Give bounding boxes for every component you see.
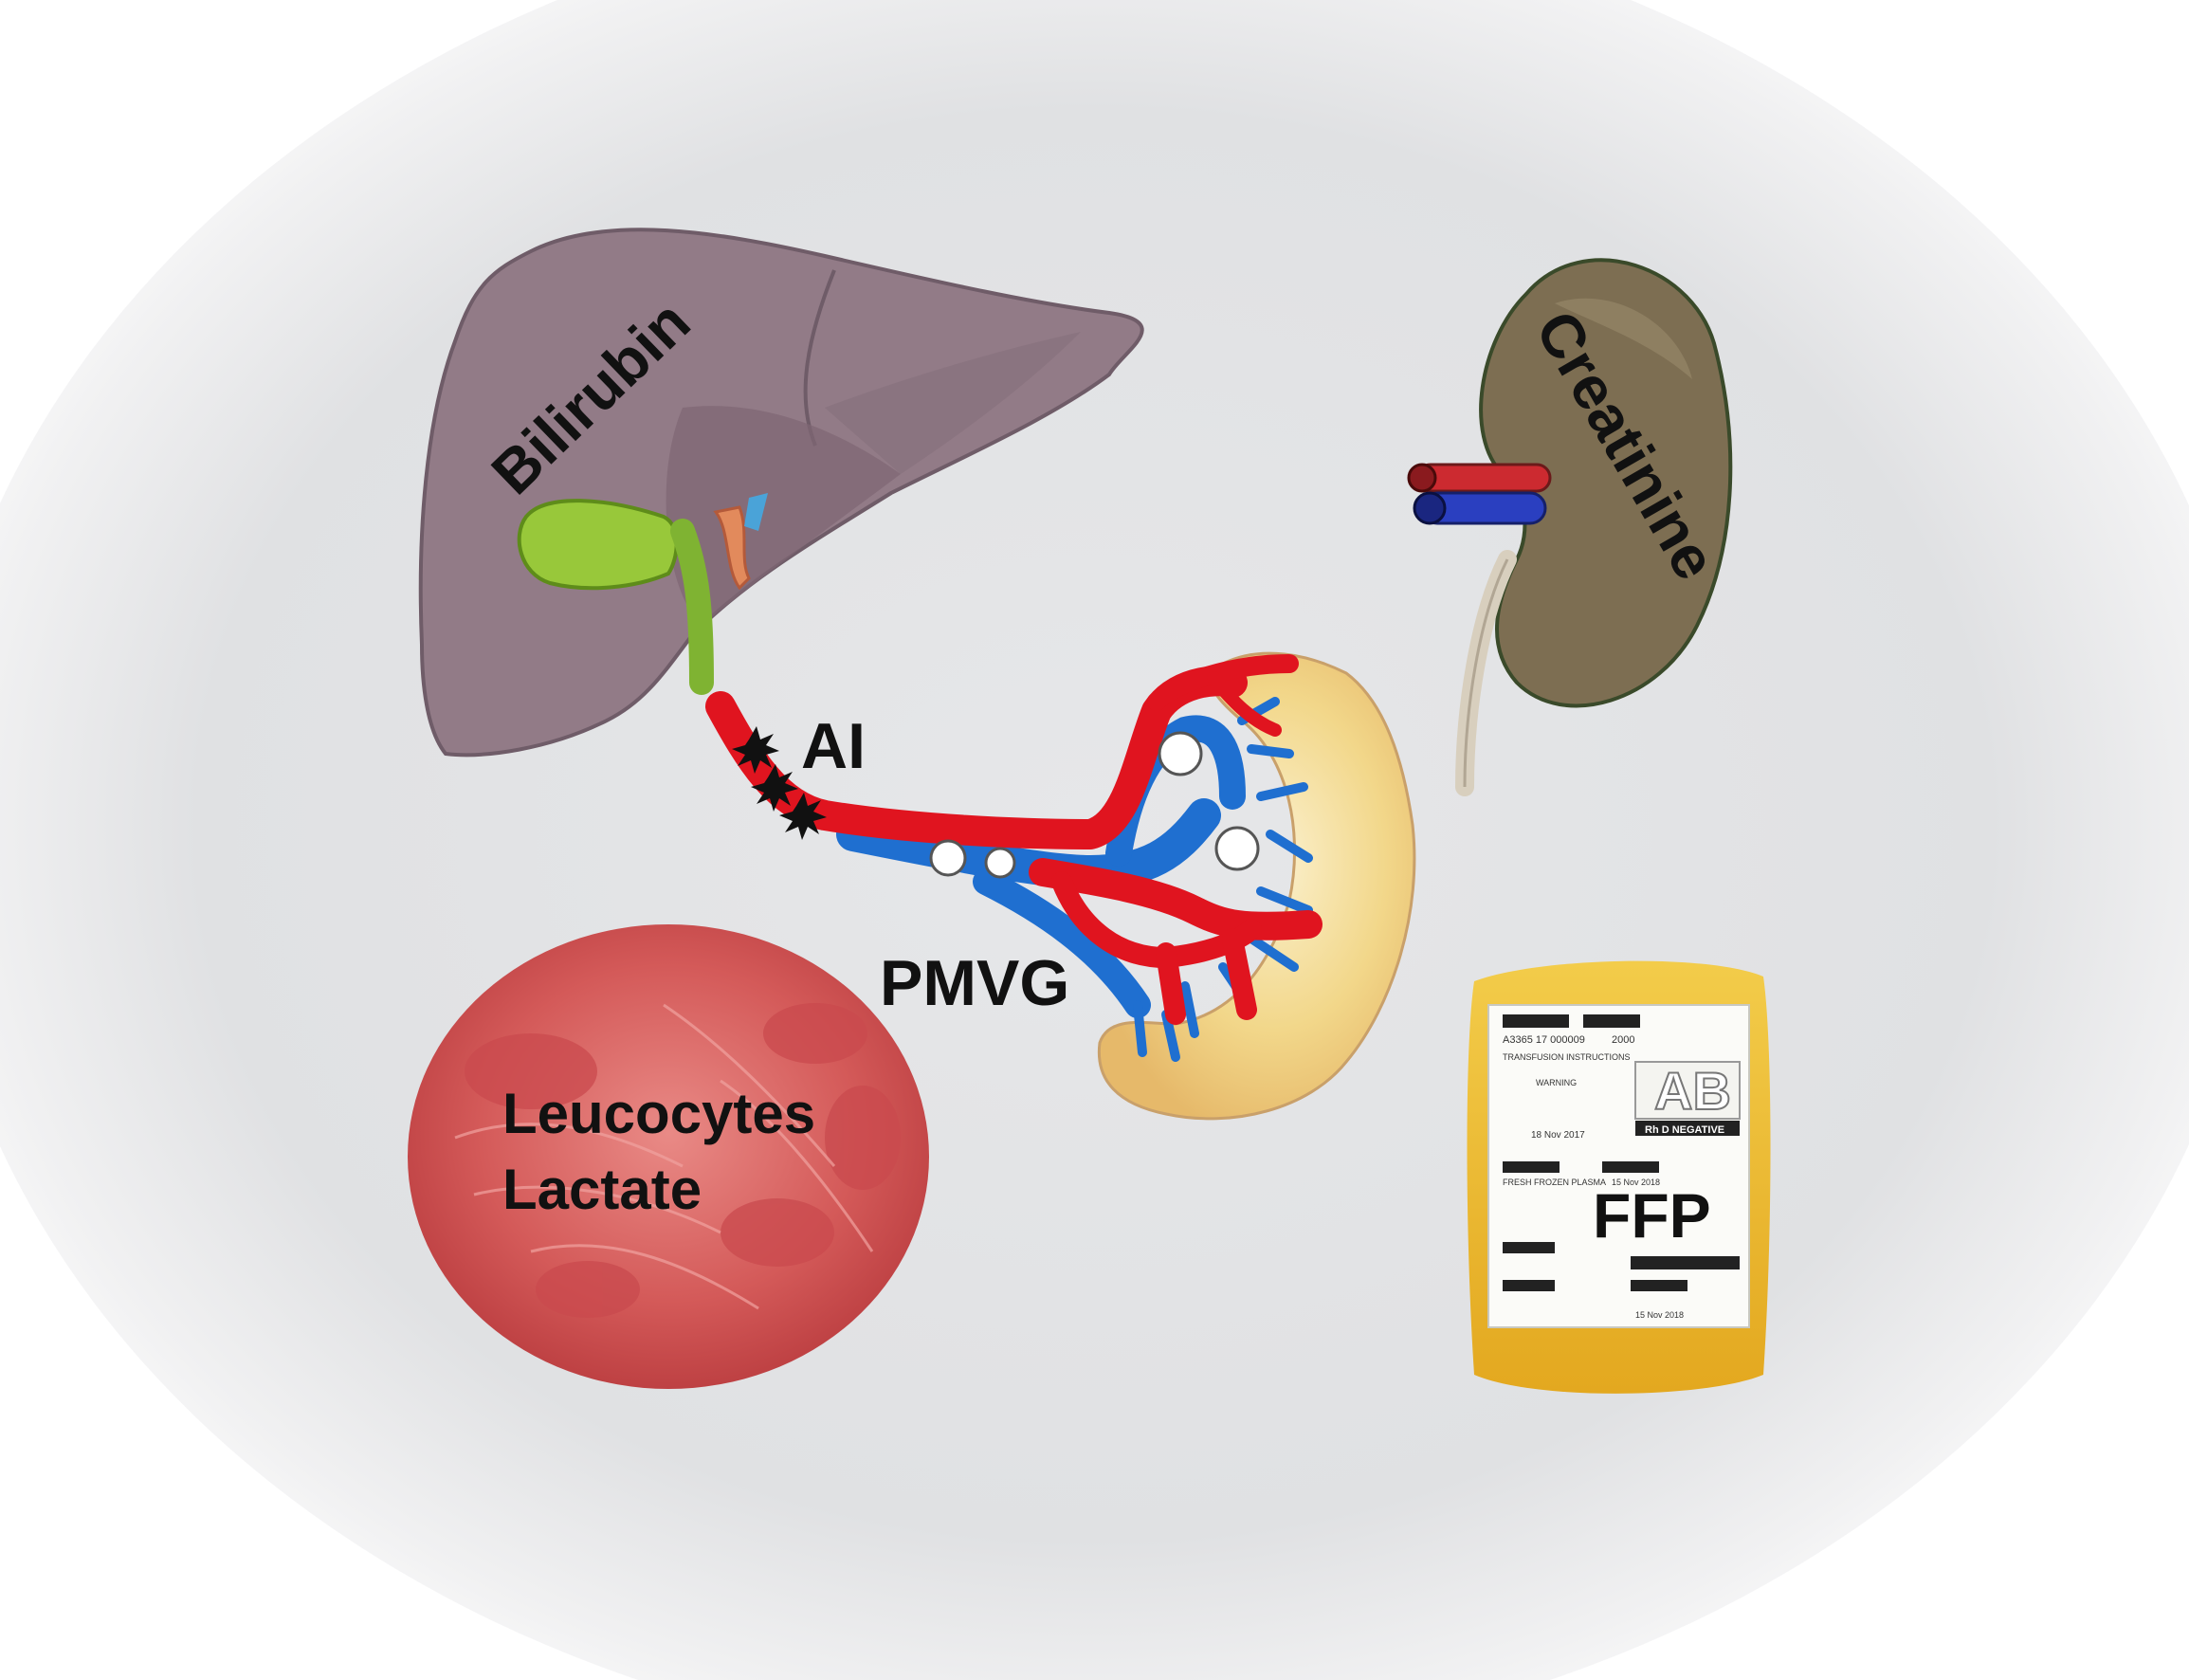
hepatic-vein-blue [744,493,768,531]
artery-descend-1 [1156,942,1186,1025]
vein-twig-2 [1256,782,1313,863]
blood-group: AB [1654,1061,1731,1121]
label-pmvg: PMVG [880,947,1069,1019]
blood-vessel-illustration: Leucocytes Lactate [408,924,929,1389]
ischemia-star-1 [732,726,779,774]
renal-artery-end [1407,463,1437,493]
vein-branch-lower [973,868,1151,1018]
label-ai: AI [801,710,866,782]
vein-twig-3 [1247,886,1313,972]
label-leucocytes: Leucocytes [502,1082,815,1145]
ischemia-star-3 [779,793,827,840]
mesenteric-illustration: AI PMVG [705,651,1416,1121]
ureter-edge [1463,558,1509,788]
blood-cells [465,1003,901,1318]
liver-shading [666,406,901,626]
blood-cell-1 [465,1033,597,1109]
renal-artery [1415,463,1552,493]
bag-warning: WARNING [1536,1078,1577,1087]
kidney-highlight [1555,298,1692,379]
bag-code2: 2000 [1612,1034,1634,1046]
blood-cell-5 [825,1086,901,1190]
thrombus-4 [1214,826,1260,871]
rh-bar [1635,1121,1740,1136]
blood-group-box [1634,1061,1741,1120]
thrombus-1 [1158,731,1203,776]
thrombus-2 [929,839,967,877]
intestine-loop [1097,651,1416,1121]
thrombus-3 [984,847,1016,879]
artery-branch-top-2 [1207,671,1282,737]
bag-header: TRANSFUSION INSTRUCTIONS [1503,1052,1631,1062]
fiber-2 [473,1185,721,1234]
label-ffp: FFP [1593,1180,1711,1251]
blood-cell-3 [721,1198,834,1267]
barcodes [1503,1014,1740,1291]
vein-twig-5 [1133,1000,1180,1062]
bag-product: FRESH FROZEN PLASMA [1503,1178,1606,1187]
barcode-2 [1583,1014,1640,1028]
blood-cell-2 [763,1003,867,1064]
fiber-3 [663,1003,836,1167]
rh-label: Rh D NEGATIVE [1645,1124,1724,1136]
barcode-6 [1503,1280,1555,1291]
label-lactate: Lactate [502,1158,702,1221]
artery-descend-2 [1222,928,1257,1020]
liver-shading-2 [825,332,1081,474]
hepatic-vessels [713,505,751,591]
plasma-bag-illustration: A3365 17 000009 2000 TRANSFUSION INSTRUC… [1467,960,1771,1394]
barcode-7 [1631,1280,1687,1291]
fiber-1 [454,1123,684,1168]
barcode-1 [1503,1014,1569,1028]
barcode-8 [1631,1256,1740,1269]
blood-cell-4 [536,1261,640,1318]
barcode-5 [1503,1242,1555,1253]
bag-code1: A3365 17 000009 [1503,1034,1585,1046]
renal-vein-end [1413,491,1447,525]
bag-date1: 18 Nov 2017 [1531,1130,1585,1141]
tissue-fibers [454,1003,874,1310]
barcode-3 [1503,1161,1560,1173]
thrombi [929,731,1260,879]
ischemia-star-2 [751,764,798,812]
ischemia-markers [732,726,827,840]
gallbladder [517,499,679,591]
fiber-5 [720,1079,874,1252]
bag-date2: 15 Nov 2018 [1612,1178,1660,1187]
barcode-4 [1602,1161,1659,1173]
liver-illustration: Bilirubin [418,228,1144,758]
fiber-4 [530,1244,759,1310]
kidney-illustration: Creatinine [1407,258,1733,796]
bag-label-text: A3365 17 000009 2000 TRANSFUSION INSTRUC… [1503,1034,1684,1320]
bag-date3: 15 Nov 2018 [1635,1310,1684,1320]
bile-duct [670,519,714,695]
